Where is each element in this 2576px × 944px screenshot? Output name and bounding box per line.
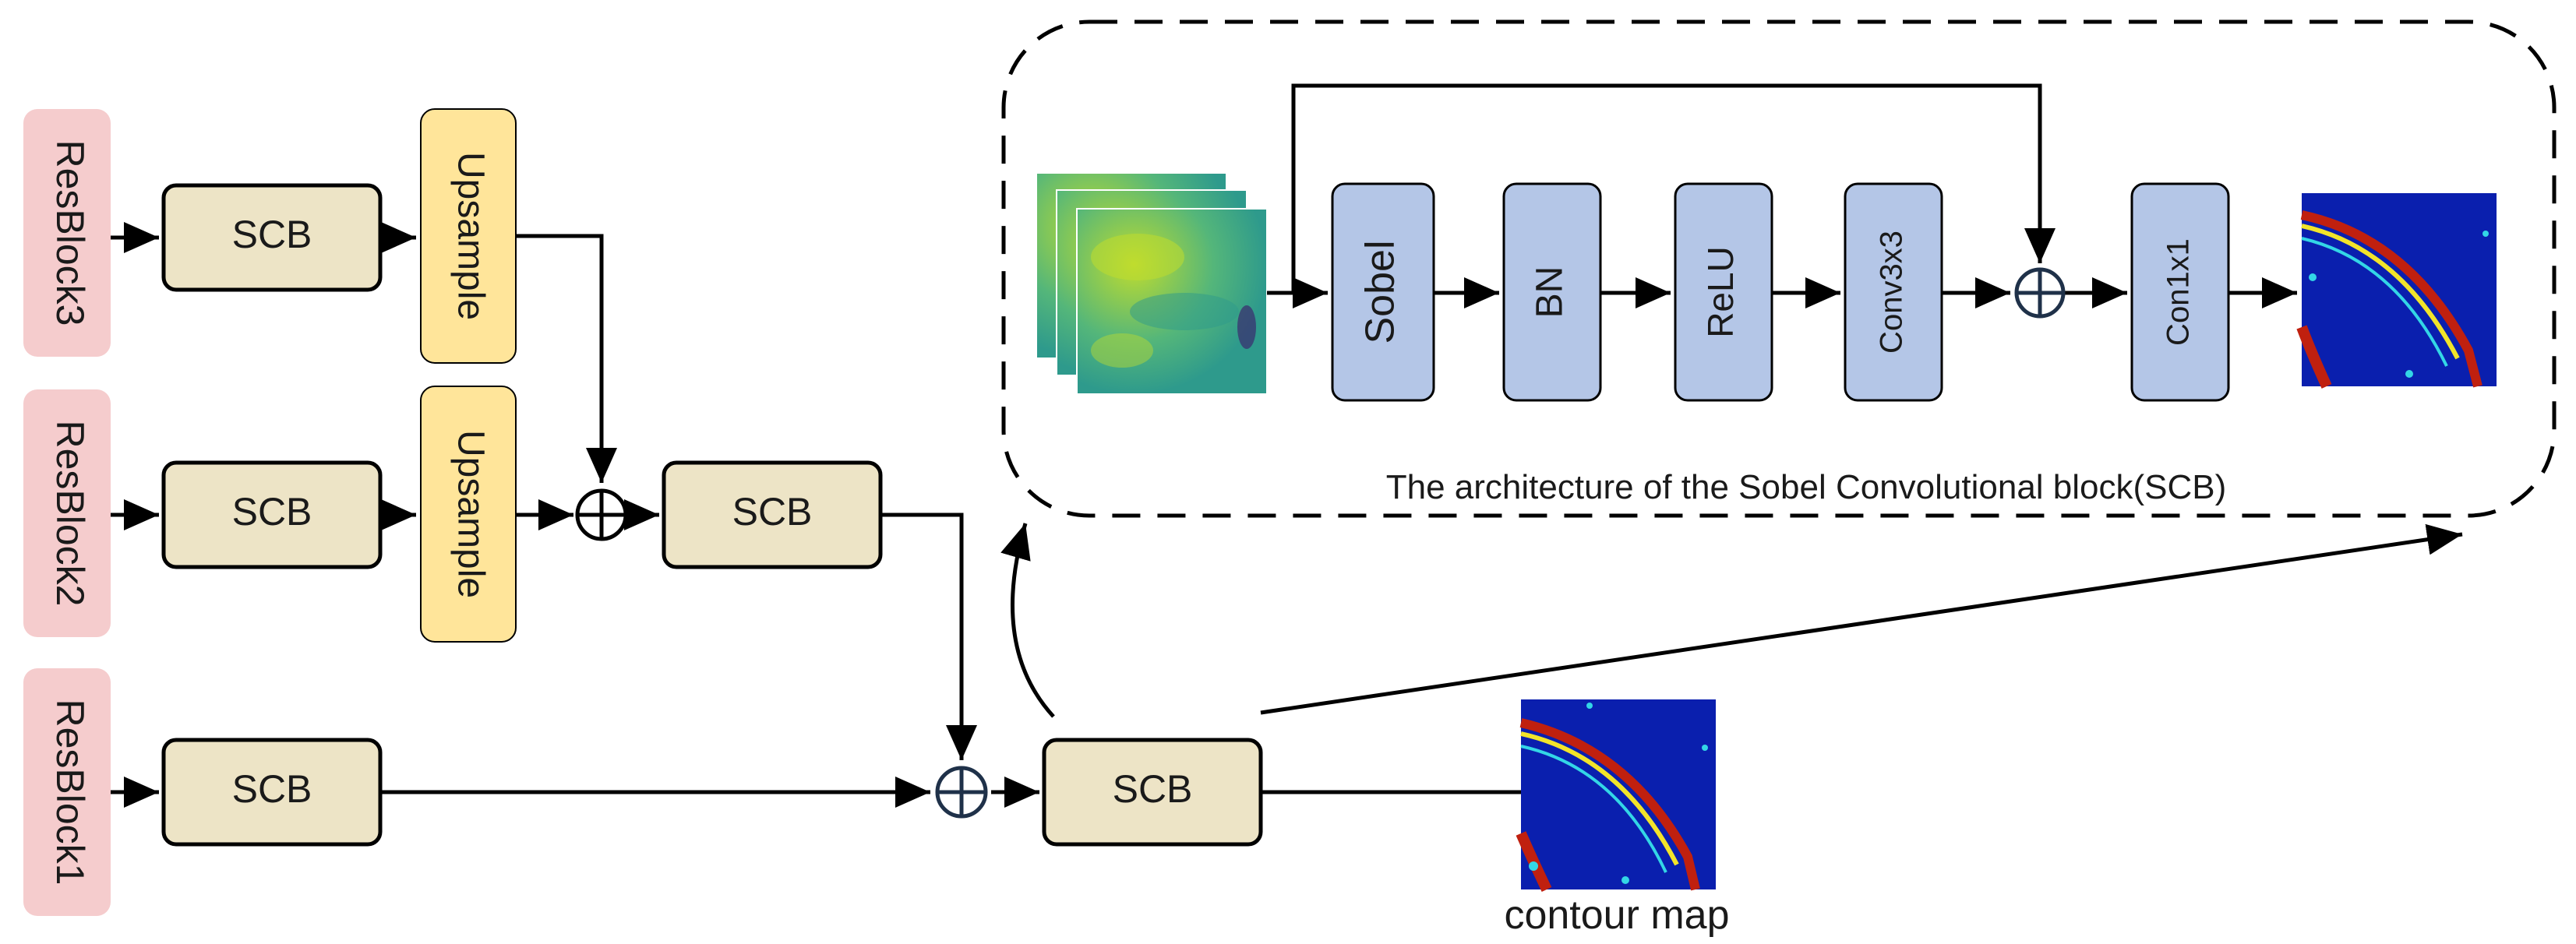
- op-conv3x3-box: [1844, 182, 1943, 402]
- left-add-nodes: [575, 488, 988, 819]
- upsample-block-2-label: Upsample: [450, 430, 491, 598]
- add-node-lower: [935, 766, 988, 819]
- resblock2-label: ResBlock2: [48, 421, 92, 607]
- op-relu-label: ReLU: [1700, 246, 1741, 338]
- op-conv3x3-label: Conv3x3: [1875, 231, 1909, 354]
- resblock2-box: [23, 389, 111, 637]
- arrow-scb-final-to-detail-right: [1260, 523, 2463, 715]
- left-scb-blocks: SCB SCB SCB Upsample Upsample SCB SCB: [161, 108, 1263, 847]
- op-sobel-label: Sobel: [1358, 241, 1403, 344]
- resblock3-label: ResBlock3: [48, 140, 92, 326]
- resblock3-box: [23, 109, 111, 357]
- resblock-column: ResBlock3 ResBlock2 ResBlock1: [23, 109, 111, 916]
- left-connections: [111, 222, 2463, 808]
- upsample-block-3-label: Upsample: [450, 152, 491, 320]
- add-node-upper: [575, 488, 628, 541]
- op-bn-box: [1502, 182, 1602, 402]
- scb-detail-panel: Sobel BN ReLU Conv3x3 Con1x1 The archite…: [1001, 19, 2557, 518]
- resblock1-label: ResBlock1: [48, 699, 92, 886]
- contour-map-caption: contour map: [1504, 893, 1729, 938]
- op-con1x1-label: Con1x1: [2161, 238, 2196, 346]
- contour-map-image: [1516, 699, 1716, 893]
- arrow-scb-merge-to-add: [880, 513, 977, 760]
- scb-block-2-label: SCB: [232, 490, 312, 534]
- input-feature-maps-image: [1036, 172, 1268, 395]
- op-relu-box: [1674, 182, 1773, 402]
- arrow-upsample3-to-add: [516, 234, 617, 483]
- skip-connection: [1291, 83, 2056, 293]
- op-sobel-box: [1331, 182, 1435, 402]
- resblock1-box: [23, 668, 111, 916]
- detail-output-edge-map-image: [2296, 193, 2497, 389]
- detail-connections: [1267, 83, 2297, 308]
- scb-block-final-label: SCB: [1113, 767, 1193, 811]
- detail-panel-border: [1001, 19, 2557, 518]
- detail-panel-caption: The architecture of the Sobel Convolutio…: [1386, 468, 2227, 506]
- arrow-scb-final-to-detail: [1000, 523, 1055, 718]
- scb-block-3-label: SCB: [232, 213, 312, 256]
- add-node-detail: [2014, 267, 2066, 319]
- op-con1x1-box: [2130, 182, 2230, 402]
- scb-block-1-label: SCB: [232, 767, 312, 811]
- op-bn-label: BN: [1530, 266, 1571, 319]
- scb-block-merge-label: SCB: [732, 490, 813, 534]
